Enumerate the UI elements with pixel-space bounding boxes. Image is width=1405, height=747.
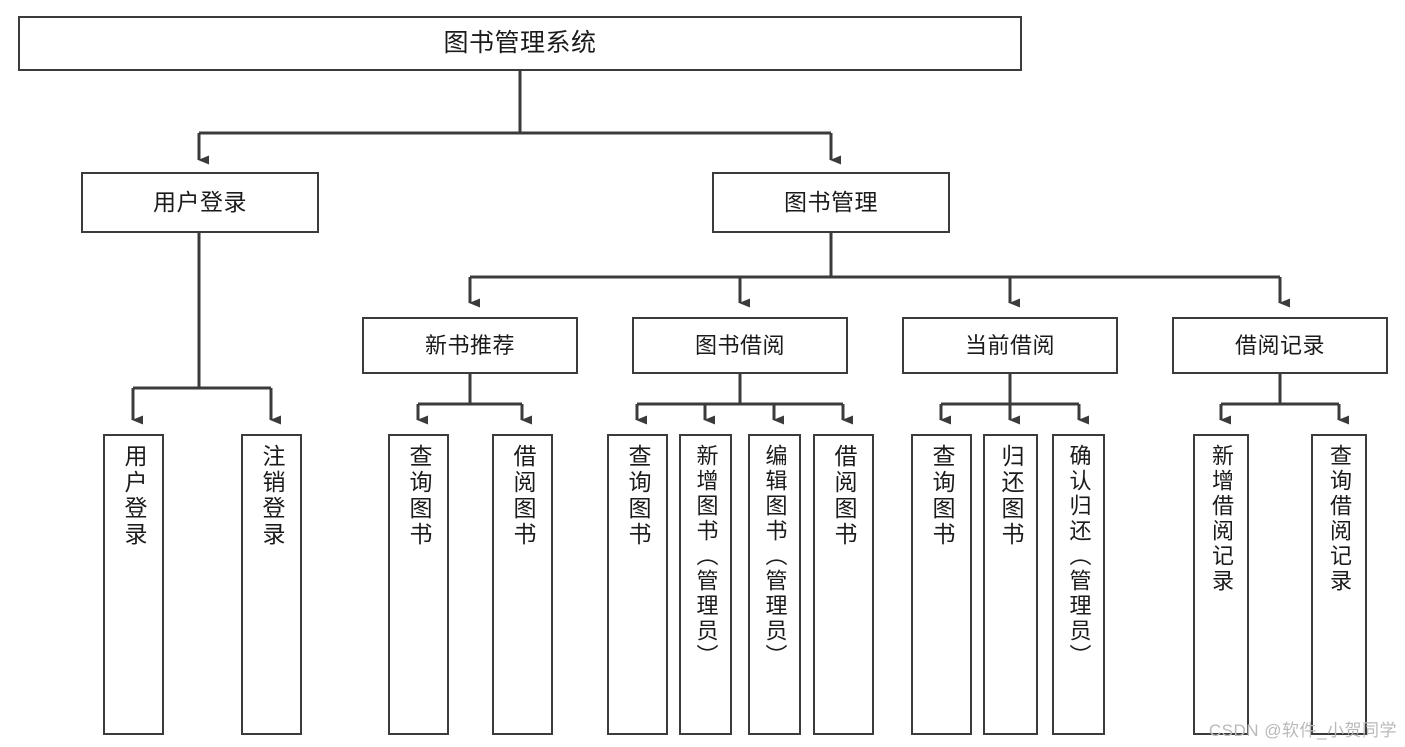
node-label: 图书借阅 [694, 332, 785, 358]
node-label: 编辑图书（管理员） [762, 444, 788, 669]
node-label: 新增借阅记录 [1209, 444, 1234, 594]
node-leaf-return-book[interactable]: 归还图书 [983, 434, 1038, 735]
node-label: 新书推荐 [424, 332, 515, 358]
node-label: 注销登录 [259, 444, 285, 548]
node-label: 查询借阅记录 [1327, 444, 1352, 594]
node-label: 借阅图书 [510, 444, 536, 548]
node-leaf-logout[interactable]: 注销登录 [241, 434, 302, 735]
node-leaf-edit-book[interactable]: 编辑图书（管理员） [748, 434, 801, 735]
node-new-book-recommend[interactable]: 新书推荐 [362, 317, 578, 374]
node-label: 查询图书 [406, 444, 432, 548]
node-leaf-query-borrow-record[interactable]: 查询借阅记录 [1311, 434, 1367, 735]
node-label: 用户登录 [153, 188, 247, 215]
node-root-system[interactable]: 图书管理系统 [18, 16, 1022, 71]
node-leaf-add-borrow-record[interactable]: 新增借阅记录 [1193, 434, 1249, 735]
node-label: 新增图书（管理员） [693, 444, 719, 669]
watermark-text: CSDN @软件_小贺同学 [1208, 721, 1397, 740]
node-current-borrow[interactable]: 当前借阅 [902, 317, 1118, 374]
node-label: 图书管理系统 [443, 28, 597, 57]
node-label: 查询图书 [929, 444, 955, 548]
node-label: 查询图书 [625, 444, 651, 548]
node-leaf-borrow-book[interactable]: 借阅图书 [813, 434, 874, 735]
node-leaf-query-book-current[interactable]: 查询图书 [911, 434, 972, 735]
node-borrow-record[interactable]: 借阅记录 [1172, 317, 1388, 374]
node-leaf-confirm-return[interactable]: 确认归还（管理员） [1052, 434, 1105, 735]
node-leaf-query-book-borrow[interactable]: 查询图书 [607, 434, 668, 735]
node-user-login[interactable]: 用户登录 [81, 172, 319, 233]
node-leaf-borrow-book-recommend[interactable]: 借阅图书 [492, 434, 553, 735]
node-book-manage[interactable]: 图书管理 [712, 172, 950, 233]
node-label: 归还图书 [998, 444, 1024, 548]
node-label: 借阅图书 [831, 444, 857, 548]
node-label: 确认归还（管理员） [1066, 444, 1092, 669]
node-leaf-add-book[interactable]: 新增图书（管理员） [679, 434, 732, 735]
node-leaf-query-book-recommend[interactable]: 查询图书 [388, 434, 449, 735]
node-label: 当前借阅 [964, 332, 1055, 358]
node-label: 图书管理 [784, 188, 878, 215]
node-label: 用户登录 [121, 444, 147, 548]
node-book-borrow[interactable]: 图书借阅 [632, 317, 848, 374]
node-leaf-user-login[interactable]: 用户登录 [103, 434, 164, 735]
node-label: 借阅记录 [1234, 332, 1325, 358]
